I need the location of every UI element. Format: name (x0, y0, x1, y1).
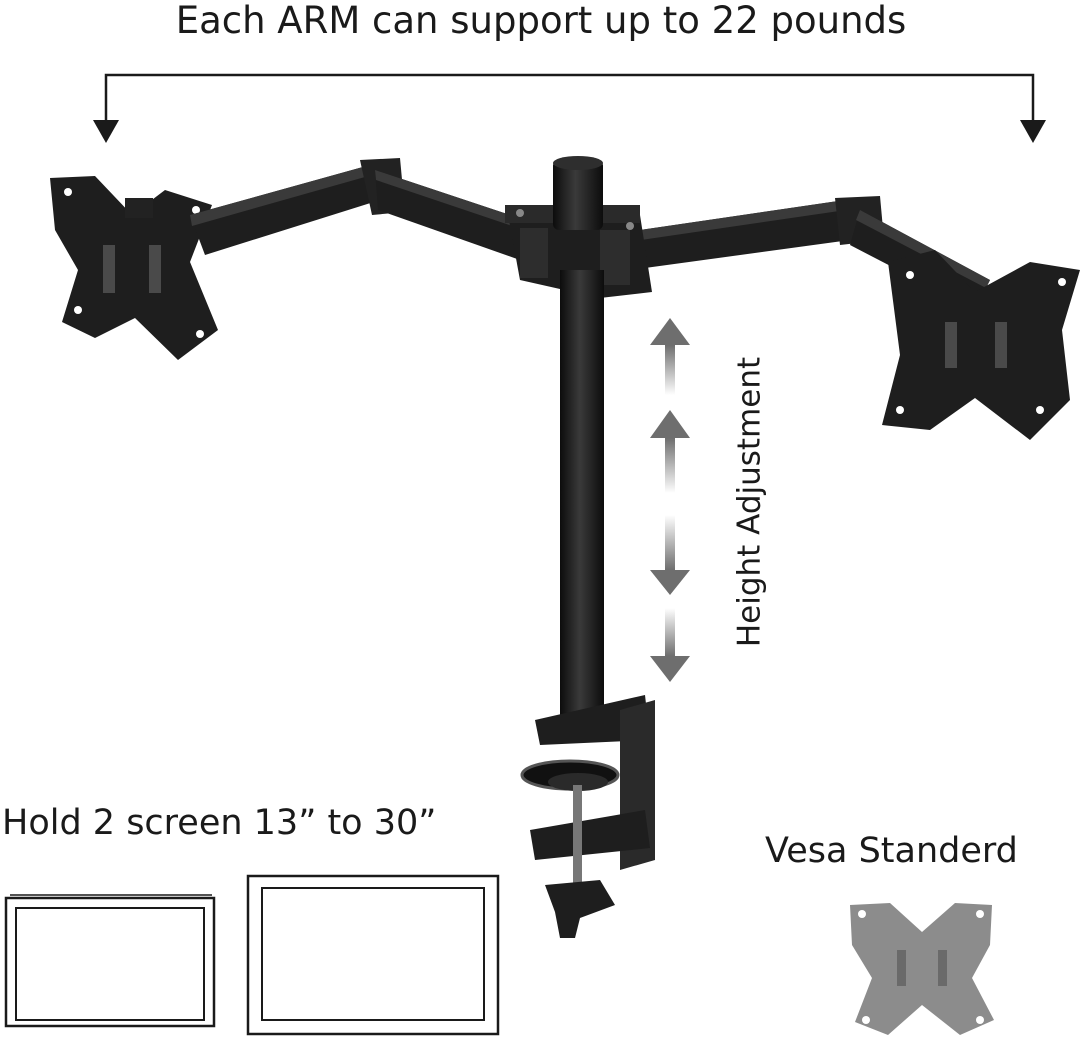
arm-span-arrow (93, 73, 1046, 143)
vesa-plate-icon (850, 903, 994, 1035)
right-vesa-plate (882, 250, 1080, 440)
arrow-up-icon (650, 410, 690, 438)
height-arrows (650, 318, 690, 682)
desk-clamp (520, 695, 655, 938)
center-hub (505, 205, 652, 298)
left-vesa-plate (50, 176, 218, 360)
arrow-up-icon (650, 318, 690, 345)
vesa-standard-label: Vesa Standerd (765, 831, 1018, 871)
left-arm (125, 158, 525, 260)
vertical-pole (553, 156, 604, 740)
screen-size-label: Hold 2 screen 13” to 30” (2, 803, 437, 843)
arrow-down-right-icon (1020, 120, 1046, 143)
page-title: Each ARM can support up to 22 pounds (175, 0, 907, 42)
arrow-down-icon (650, 656, 690, 682)
arrow-down-icon (650, 570, 690, 595)
arrow-down-left-icon (93, 120, 119, 143)
screen-outlines (4, 874, 500, 1036)
